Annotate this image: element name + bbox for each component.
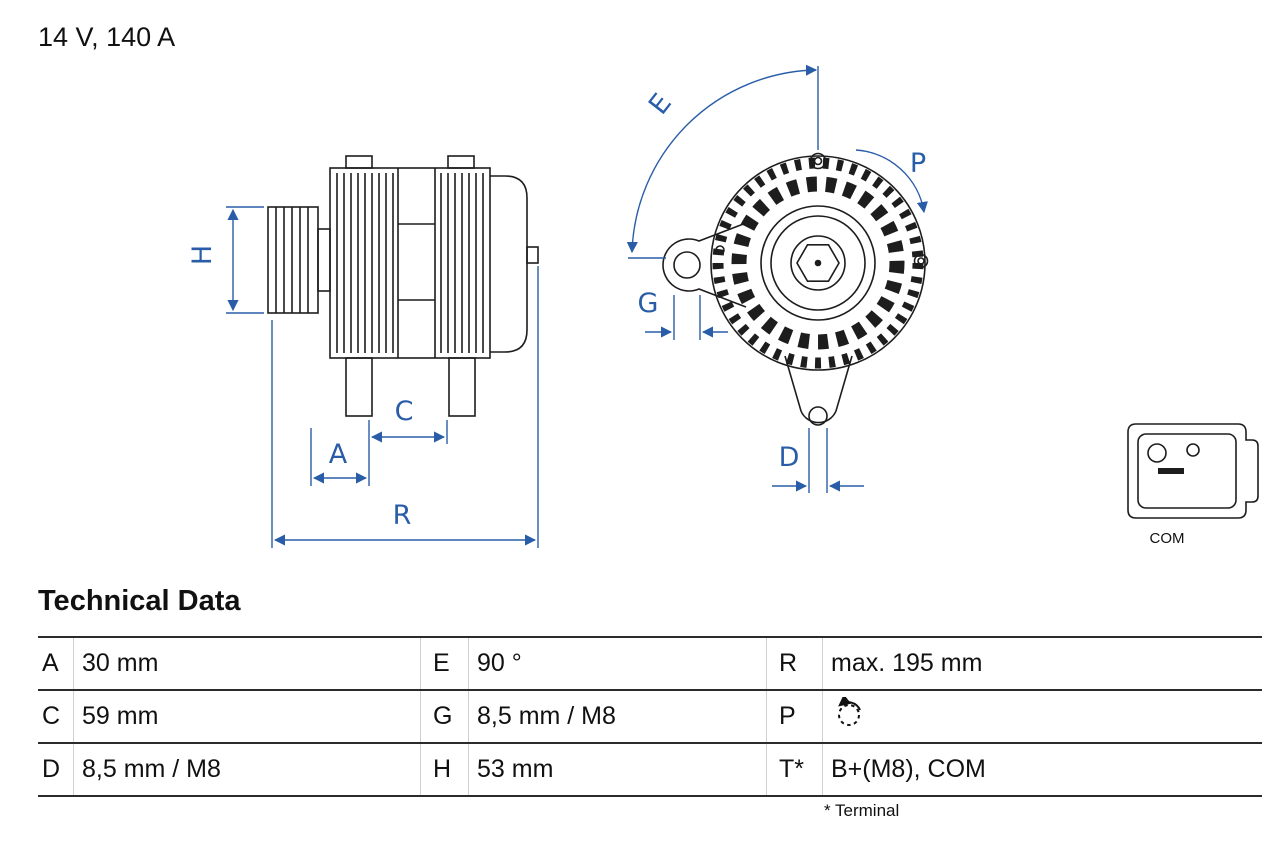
right-ear [913, 253, 929, 269]
fins-left [336, 173, 394, 353]
dim-key-c: C [38, 691, 74, 742]
table-row: A 30 mm E 90 ° R max. 195 mm [38, 638, 1262, 691]
technical-data-table: A 30 mm E 90 ° R max. 195 mm C 59 mm G 8… [38, 636, 1262, 797]
dim-label-e: E [643, 88, 678, 121]
com-connector [1127, 423, 1259, 519]
dim-label-g: G [638, 288, 659, 319]
alternator-side-view [267, 155, 539, 417]
dim-value-r: max. 195 mm [831, 649, 983, 677]
dim-key-p: P [767, 691, 823, 742]
left-mounting-lug [662, 222, 747, 308]
connector-pin-small [1186, 443, 1200, 457]
dim-key-e: E [421, 638, 469, 689]
table-row: D 8,5 mm / M8 H 53 mm T* B+(M8), COM [38, 744, 1262, 797]
fins-right [440, 173, 484, 353]
table-row: C 59 mm G 8,5 mm / M8 P [38, 691, 1262, 744]
rotation-direction-icon [823, 694, 867, 736]
bottom-mounting-lug [784, 355, 853, 424]
dim-value-e: 90 ° [477, 649, 522, 677]
terminal-footnote: * Terminal [824, 801, 900, 820]
connector-label: COM [1150, 530, 1185, 547]
pulley-hub [317, 228, 331, 292]
foot-left [345, 357, 373, 417]
dim-value-a: 30 mm [82, 649, 159, 677]
dim-value-t: B+(M8), COM [831, 755, 986, 783]
minus-terminal-mark [1158, 468, 1184, 474]
dim-label-h: H [187, 245, 218, 265]
vent-slot-ring [731, 176, 905, 350]
dim-label-a: A [329, 439, 348, 470]
technical-data-heading: Technical Data [38, 585, 241, 617]
dimension-lines [226, 64, 928, 548]
alternator-front-view [662, 152, 929, 426]
foot-right [448, 357, 476, 417]
dim-value-c: 59 mm [82, 702, 159, 730]
dim-label-d: D [779, 442, 800, 473]
dim-value-h: 53 mm [477, 755, 554, 783]
dim-value-d: 8,5 mm / M8 [82, 755, 221, 783]
rear-cover [490, 175, 528, 353]
dim-key-g: G [421, 691, 469, 742]
alternator-technical-drawing: COM H A C R E G P D [187, 64, 1259, 548]
terminal-stud [526, 246, 539, 264]
dim-label-p: P [910, 148, 926, 179]
dim-key-d: D [38, 744, 74, 795]
shaft-nut [796, 244, 840, 283]
dim-key-a: A [38, 638, 74, 689]
pulley-grooves [275, 207, 309, 313]
connector-pin [1147, 443, 1167, 463]
housing [329, 167, 491, 359]
dim-label-r: R [393, 500, 412, 531]
dim-key-h: H [421, 744, 469, 795]
dim-label-c: C [395, 396, 414, 427]
left-lug-hole [673, 251, 701, 279]
dim-key-r: R [767, 638, 823, 689]
dim-key-t: T* [767, 744, 823, 795]
bottom-lug-hole [808, 406, 828, 426]
dim-value-g: 8,5 mm / M8 [477, 702, 616, 730]
rating-title: 14 V, 140 A [38, 22, 176, 52]
top-lug-left [345, 155, 373, 169]
top-lug-right [447, 155, 475, 169]
